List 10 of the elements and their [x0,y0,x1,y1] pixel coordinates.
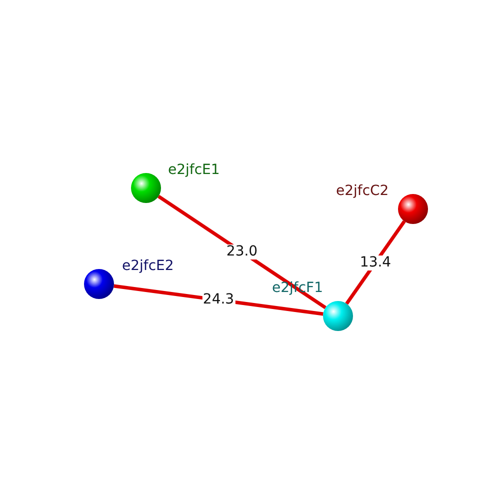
node-label: e2jfcC2 [336,183,389,199]
sphere [323,301,353,331]
distance-label: 13.4 [358,255,392,270]
node-label: e2jfcE1 [168,162,220,178]
distance-label: 23.0 [225,244,259,260]
node-label: e2jfcE2 [122,258,174,274]
sphere [84,269,114,299]
sphere [398,194,428,224]
sphere [131,173,161,203]
connector-line [158,194,326,310]
